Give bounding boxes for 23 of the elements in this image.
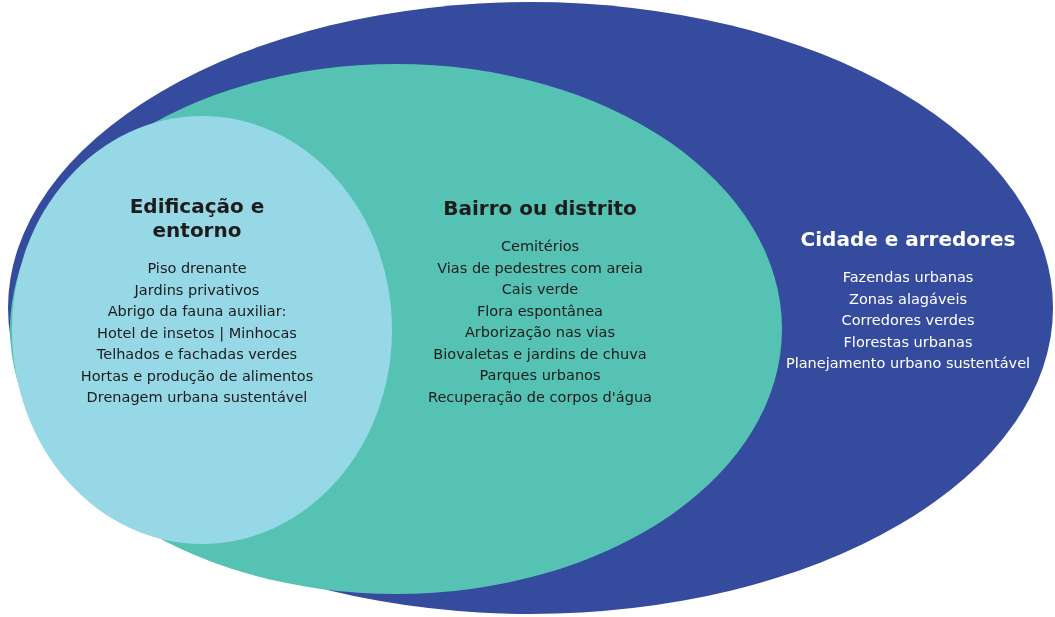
list-item: Arborização nas vias [463, 323, 617, 342]
list-item: Flora espontânea [476, 301, 604, 321]
list-item: Hortas e produção de alimentos [79, 366, 315, 386]
list-item: Biovaletas e jardins de chuva [432, 344, 648, 364]
list-item: Telhados e fachadas verdes [95, 345, 299, 364]
list-item: Piso drenante [146, 259, 248, 278]
list-item: Planejamento urbano sustentável [784, 354, 1032, 373]
list-item: Vias de pedestres com areia [436, 258, 644, 278]
list-item: Drenagem urbana sustentável [85, 388, 309, 407]
region-heading: Cidade e arredores [799, 227, 1017, 251]
list-item: Florestas urbanas [842, 332, 974, 352]
list-item: Parques urbanos [478, 366, 602, 385]
list-item: Zonas alagáveis [848, 289, 968, 309]
list-item: Fazendas urbanas [841, 268, 975, 287]
list-item: Cemitérios [499, 237, 581, 256]
region-heading: Bairro ou distrito [442, 196, 638, 220]
region-heading: Edificação e entorno [128, 194, 266, 242]
list-item: Abrigo da fauna auxiliar: [106, 302, 288, 321]
list-item: Recuperação de corpos d'água [427, 387, 653, 407]
list-item: Hotel de insetos | Minhocas [96, 323, 298, 344]
list-item: Corredores verdes [840, 311, 976, 330]
list-item: Jardins privativos [132, 280, 261, 300]
list-item: Cais verde [500, 280, 580, 299]
